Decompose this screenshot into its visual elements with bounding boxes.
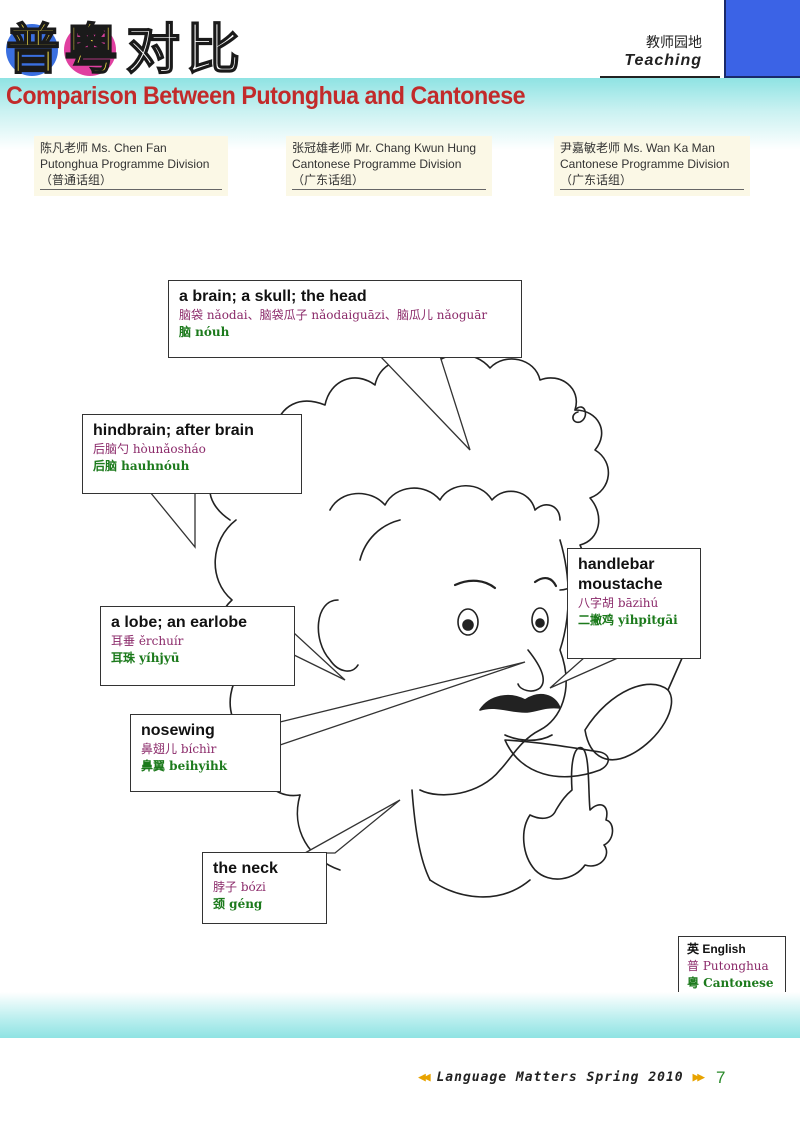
title-circle-blue: [6, 24, 58, 76]
section-underline: [600, 76, 720, 78]
section-label-chinese: 教师园地: [646, 35, 702, 51]
callout-earlobe: a lobe; an earlobe 耳垂 ěrchuír 耳珠 yíhjyū: [100, 606, 295, 686]
spectacles-lens: [584, 683, 673, 761]
corner-blue-square: [724, 0, 800, 78]
callout-english: nosewing: [141, 722, 215, 739]
callout-english-line1: handlebar: [578, 556, 655, 573]
title-char-dui: 对: [125, 17, 181, 81]
title-logo: 普 粵 对 比: [4, 17, 264, 82]
neck-outline: [411, 789, 431, 881]
author-name: 张冠雄老师 Mr. Chang Kwun Hung: [292, 141, 477, 155]
mouth: [504, 734, 553, 742]
moustache: [479, 693, 561, 713]
callout-putonghua: 耳垂 ěrchuír: [111, 634, 184, 648]
footer-gradient-band: [0, 992, 800, 1038]
left-pupil: [462, 619, 474, 631]
callout-putonghua: 脑袋 nǎodai、脑袋瓜子 nǎodaiguāzi、脑瓜儿 nǎoguār: [179, 308, 488, 322]
author-name: 尹嘉敏老师 Ms. Wan Ka Man: [560, 141, 715, 155]
left-eyebrow: [453, 579, 497, 590]
left-eye: [457, 608, 479, 636]
author-card-wan-ka-man: 尹嘉敏老师 Ms. Wan Ka Man Cantonese Programme…: [554, 136, 750, 196]
ear-outline: [317, 599, 359, 672]
author-division-chinese: （普通话组）: [40, 173, 113, 187]
author-division: Putonghua Programme Division: [40, 157, 210, 171]
callout-nosewing: nosewing 鼻翅儿 bíchìr 鼻翼 beihyihk: [130, 714, 281, 792]
title-char-pu: 普: [5, 17, 61, 81]
hair-bottom: [296, 794, 341, 871]
callout-english: a lobe; an earlobe: [111, 614, 248, 631]
callout-putonghua: 鼻翅儿 bíchìr: [141, 742, 217, 756]
legend-english: 英 English: [687, 942, 746, 956]
footer-publication: ◀◀ Language Matters Spring 2010 ▶▶: [418, 1070, 705, 1085]
hair-fringe: [329, 485, 561, 521]
callout-english-line2: moustache: [578, 576, 663, 593]
author-card-chang-kwun-hung: 张冠雄老师 Mr. Chang Kwun Hung Cantonese Prog…: [286, 136, 492, 196]
spectacles-frame: [504, 739, 610, 778]
author-division-chinese: （广东话组）: [560, 173, 633, 187]
author-rule: [560, 189, 744, 190]
publication-title: Language Matters Spring 2010: [436, 1070, 684, 1085]
face-outline: [359, 519, 570, 796]
page-number: 7: [716, 1068, 726, 1087]
hair-curl-right: [572, 406, 587, 424]
callout-cantonese: 脑 nóuh: [179, 325, 230, 339]
section-label: 教师园地 Teaching: [600, 28, 720, 78]
callout-cantonese: 后脑 hauhnóuh: [93, 459, 190, 473]
forward-arrow-icon: ▶▶: [692, 1070, 705, 1085]
author-division: Cantonese Programme Division: [292, 157, 462, 171]
callout-tail-head: [378, 355, 471, 451]
callout-putonghua: 八字胡 bāzihú: [578, 596, 659, 610]
callout-tail-hindbrain: [148, 491, 196, 549]
author-card-chen-fan: 陈凡老师 Ms. Chen Fan Putonghua Programme Di…: [34, 136, 228, 196]
language-legend: 英 English 普 Putonghua 粵 Cantonese: [678, 936, 786, 998]
callout-neck: the neck 脖子 bózi 颈 géng: [202, 852, 327, 924]
right-eye: [531, 607, 549, 633]
author-rule: [40, 189, 222, 190]
title-circle-pink: [64, 24, 116, 76]
right-pupil: [535, 618, 545, 628]
title-char-bi: 比: [185, 17, 241, 81]
callout-cantonese: 颈 géng: [213, 897, 263, 911]
callout-moustache: handlebar moustache 八字胡 bāzihú 二撇鸡 yihpi…: [567, 548, 701, 659]
author-name: 陈凡老师 Ms. Chen Fan: [40, 141, 167, 155]
callout-english: a brain; a skull; the head: [179, 288, 367, 305]
right-eyebrow: [533, 576, 558, 588]
author-division: Cantonese Programme Division: [560, 157, 730, 171]
nose: [517, 649, 544, 692]
author-rule: [292, 189, 486, 190]
legend-cantonese: 粵 Cantonese: [687, 976, 774, 990]
callout-cantonese: 耳珠 yíhjyū: [111, 651, 180, 665]
shirt-collar: [429, 879, 531, 898]
callout-hindbrain: hindbrain; after brain 后脑勺 hòunǎosháo 后脑…: [82, 414, 302, 494]
page-subtitle: Comparison Between Putonghua and Cantone…: [6, 82, 526, 110]
hand-outline: [522, 746, 614, 880]
callout-english: the neck: [213, 860, 278, 877]
callout-head: a brain; a skull; the head 脑袋 nǎodai、脑袋瓜…: [168, 280, 522, 358]
author-division-chinese: （广东话组）: [292, 173, 365, 187]
back-arrow-icon: ◀◀: [418, 1070, 431, 1085]
callout-putonghua: 后脑勺 hòunǎosháo: [93, 442, 206, 456]
callout-english: hindbrain; after brain: [93, 422, 254, 439]
callout-cantonese: 鼻翼 beihyihk: [141, 759, 228, 773]
callout-tail-moustache: [549, 656, 621, 689]
section-label-english: Teaching: [624, 52, 702, 69]
callout-cantonese: 二撇鸡 yihpitgāi: [578, 613, 678, 627]
legend-putonghua: 普 Putonghua: [687, 959, 769, 973]
callout-putonghua: 脖子 bózi: [213, 880, 266, 894]
callout-tail-neck: [302, 799, 401, 854]
title-char-yue: 粵: [63, 17, 119, 81]
